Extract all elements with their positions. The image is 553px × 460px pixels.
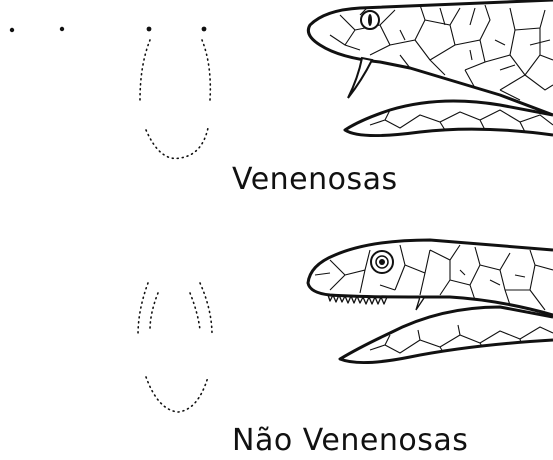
- non-venomous-caption: Não Venenosas: [232, 423, 468, 458]
- fang-puncture-right: [202, 27, 207, 32]
- lower-jaw-outline: [340, 307, 553, 363]
- upper-tooth-row-right: [202, 40, 210, 100]
- venomous-caption: Venenosas: [232, 162, 398, 197]
- fang-mark-left-inner: [60, 27, 64, 31]
- lower-tooth-row: [146, 128, 208, 158]
- fang: [348, 58, 372, 98]
- outer-tooth-row-right: [200, 283, 212, 335]
- venomous-snake-head: [300, 0, 553, 150]
- non-venomous-panel: Não Venenosas: [0, 225, 553, 460]
- venomous-bite-pattern: [0, 0, 230, 170]
- inner-tooth-row-left: [150, 293, 158, 330]
- inner-tooth-row-right: [190, 293, 200, 330]
- fang-puncture-left: [147, 27, 152, 32]
- lower-tooth-row: [146, 377, 208, 412]
- non-venomous-bite-pattern: [0, 225, 230, 425]
- lower-jaw-outline: [345, 101, 553, 136]
- rear-tooth: [416, 297, 424, 310]
- eye-pupil: [379, 259, 385, 265]
- venomous-panel: Venenosas: [0, 0, 553, 225]
- fang-mark-left-outer: [10, 28, 14, 32]
- eye-pupil: [368, 14, 372, 26]
- non-venomous-snake-head: [300, 235, 553, 385]
- upper-tooth-row-left: [140, 40, 150, 100]
- outer-tooth-row-left: [138, 283, 148, 335]
- upper-head-outline: [308, 240, 553, 315]
